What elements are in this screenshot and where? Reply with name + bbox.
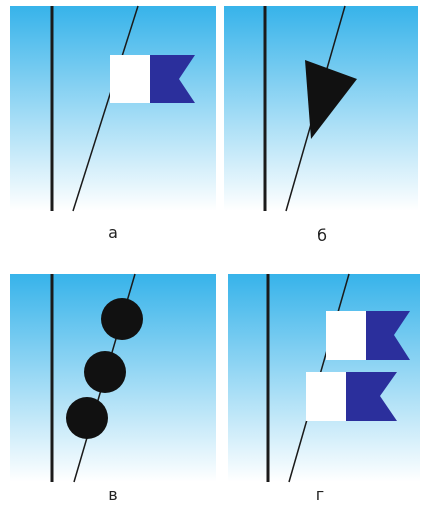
panel-label-v: в <box>108 485 117 504</box>
panel-label-b: б <box>317 226 327 245</box>
panel-label-a: а <box>108 223 118 242</box>
panel-b: б <box>224 5 418 245</box>
alpha-flag-upper <box>326 311 410 360</box>
flag-blue-swallowtail <box>366 311 410 360</box>
flag-blue-swallowtail <box>150 55 195 103</box>
black-ball-shape <box>66 397 108 439</box>
sky-background <box>10 6 216 211</box>
panel-g: г <box>228 273 420 504</box>
panel-label-g: г <box>316 485 324 504</box>
flag-white-part <box>110 55 150 103</box>
black-triangle-shape <box>305 60 357 139</box>
alpha-flag <box>110 55 195 103</box>
panel-v: в <box>10 273 216 504</box>
black-ball-shape <box>84 351 126 393</box>
stay-line <box>72 5 139 212</box>
flag-white-part <box>306 372 346 421</box>
alpha-flag-lower <box>306 372 397 421</box>
panel-a: а <box>10 5 216 242</box>
flag-blue-swallowtail <box>346 372 397 421</box>
black-ball-shape <box>101 298 143 340</box>
flag-white-part <box>326 311 366 360</box>
